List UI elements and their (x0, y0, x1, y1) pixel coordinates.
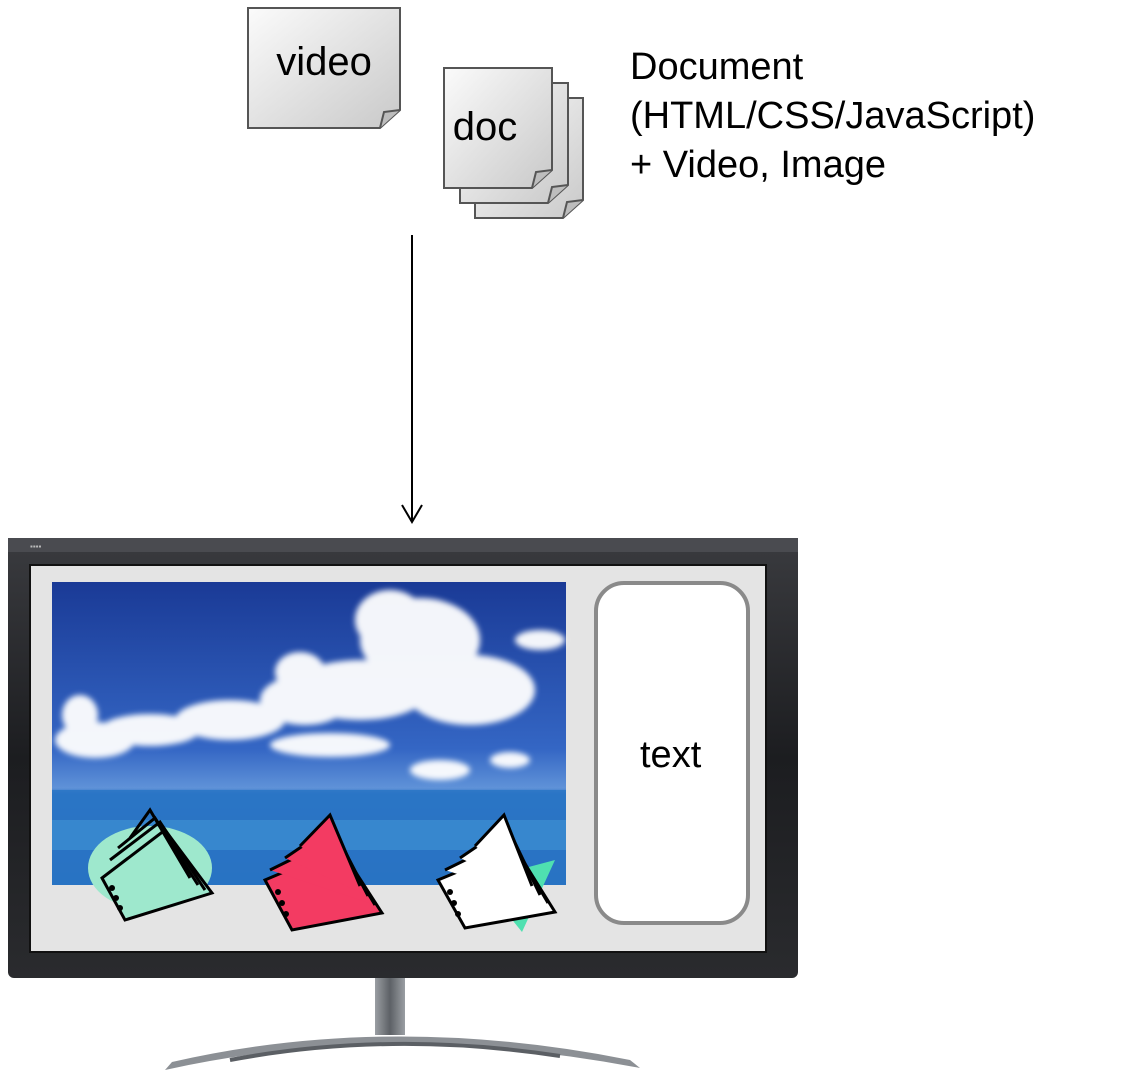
video-file-label: video (276, 40, 372, 84)
description-line-3: + Video, Image (630, 144, 886, 186)
side-panel-text: text (640, 734, 702, 776)
video-file-icon: video (247, 7, 401, 129)
flow-arrow (401, 235, 423, 524)
ticket-white-icon (435, 812, 558, 932)
document-stack-icon: doc (443, 67, 584, 219)
tv-set: ▪▪▪▪ (8, 538, 798, 1070)
tv-brand-mark: ▪▪▪▪ (30, 542, 42, 551)
ticket-red-icon (262, 812, 385, 932)
doc-file-label: doc (453, 105, 518, 149)
ticket-green-icon (88, 807, 215, 922)
description-line-1: Document (630, 46, 804, 88)
text-panel (594, 581, 750, 925)
description-line-2: (HTML/CSS/JavaScript) (630, 95, 1036, 137)
tv-stand (165, 975, 640, 1070)
